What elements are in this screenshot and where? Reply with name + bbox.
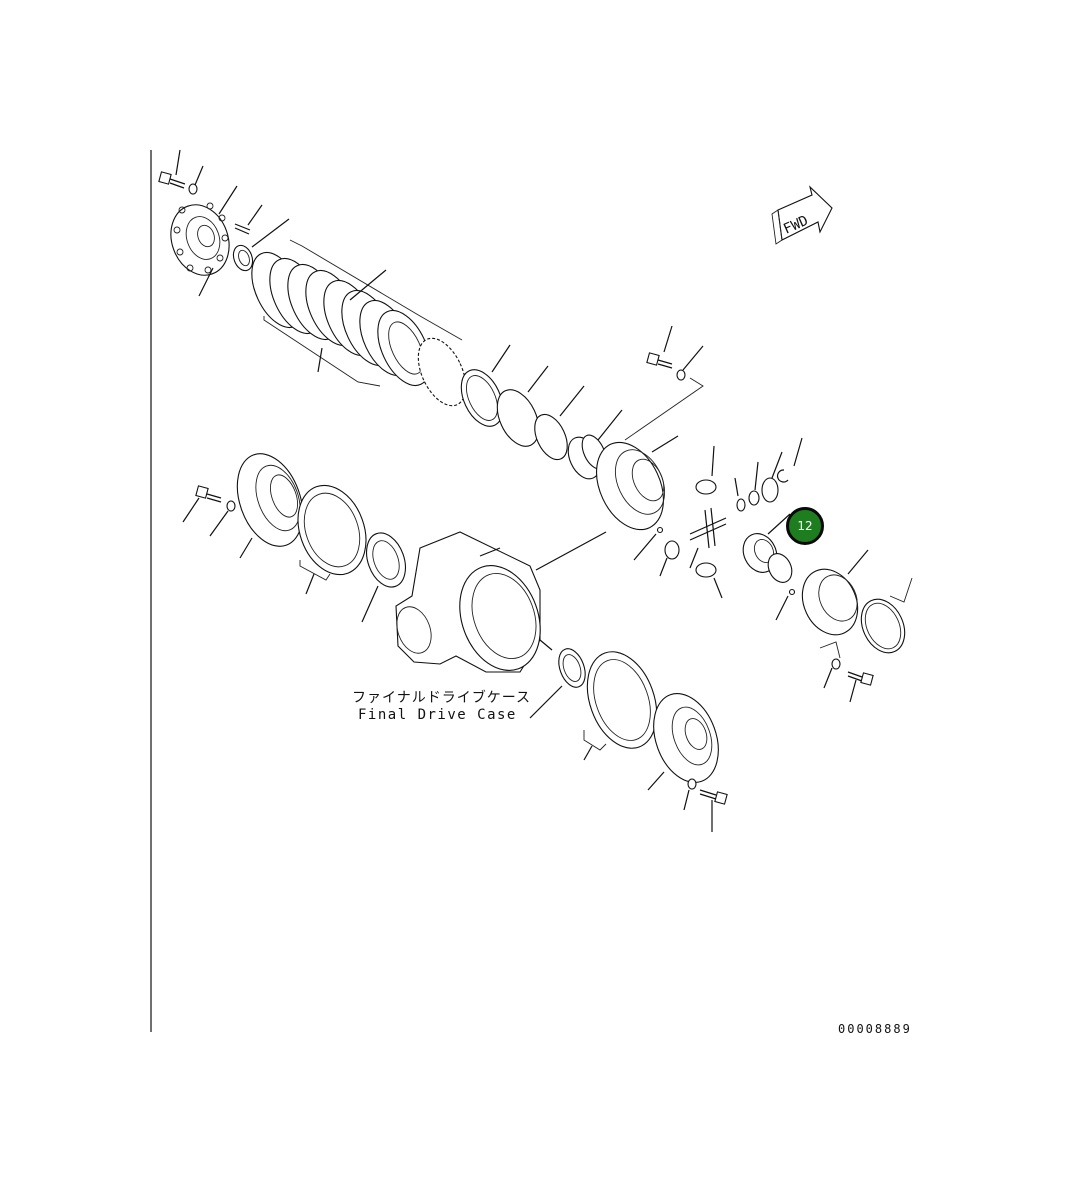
bolt-part (699, 789, 728, 832)
callout-12[interactable]: 12 (786, 507, 824, 545)
drawing-number: 00008889 (838, 1022, 912, 1036)
fwd-arrow-icon: FWD (771, 185, 833, 245)
spider-cross-part (689, 507, 727, 569)
callout-12-number: 12 (797, 519, 813, 533)
bolt-part (646, 325, 673, 369)
final-drive-case-part (395, 531, 607, 673)
bolt-part (182, 485, 222, 523)
thrust-ring-part (767, 553, 793, 583)
bearing-cage-part (801, 549, 869, 636)
oil-seal-part (361, 532, 406, 623)
differential-case-part (596, 435, 679, 531)
o-ring-large-part (496, 365, 549, 447)
gear-plate-part (417, 337, 467, 407)
washer-part (819, 641, 841, 689)
final-drive-case-label-jp: ファイナルドライブケース (352, 689, 531, 706)
pin-part (633, 526, 664, 561)
washer-part (683, 778, 697, 811)
o-ring-small-part (534, 385, 585, 461)
seal-ring-part (529, 648, 586, 719)
bolt-part (847, 671, 874, 703)
washer-part (624, 345, 704, 441)
clutch-disc-stack (251, 239, 463, 387)
cover-plate-part (236, 453, 304, 559)
washer-part (188, 165, 204, 195)
piston-ring-part (460, 344, 511, 427)
thrust-washer-part (659, 540, 680, 577)
pinion-gear-part (695, 445, 723, 599)
bolt-part (158, 149, 186, 189)
gasket-part (583, 651, 658, 761)
pin-part (775, 588, 796, 621)
seal-ring-part (232, 218, 290, 272)
snap-ring-part (860, 577, 913, 654)
pin-part (234, 204, 263, 235)
gasket-part (297, 484, 367, 595)
washer-part (209, 500, 236, 537)
side-gear-small-part (734, 437, 803, 512)
final-drive-case-label-en: Final Drive Case (358, 707, 517, 723)
hub-gear-part (170, 185, 238, 297)
end-cover-part (647, 693, 719, 791)
